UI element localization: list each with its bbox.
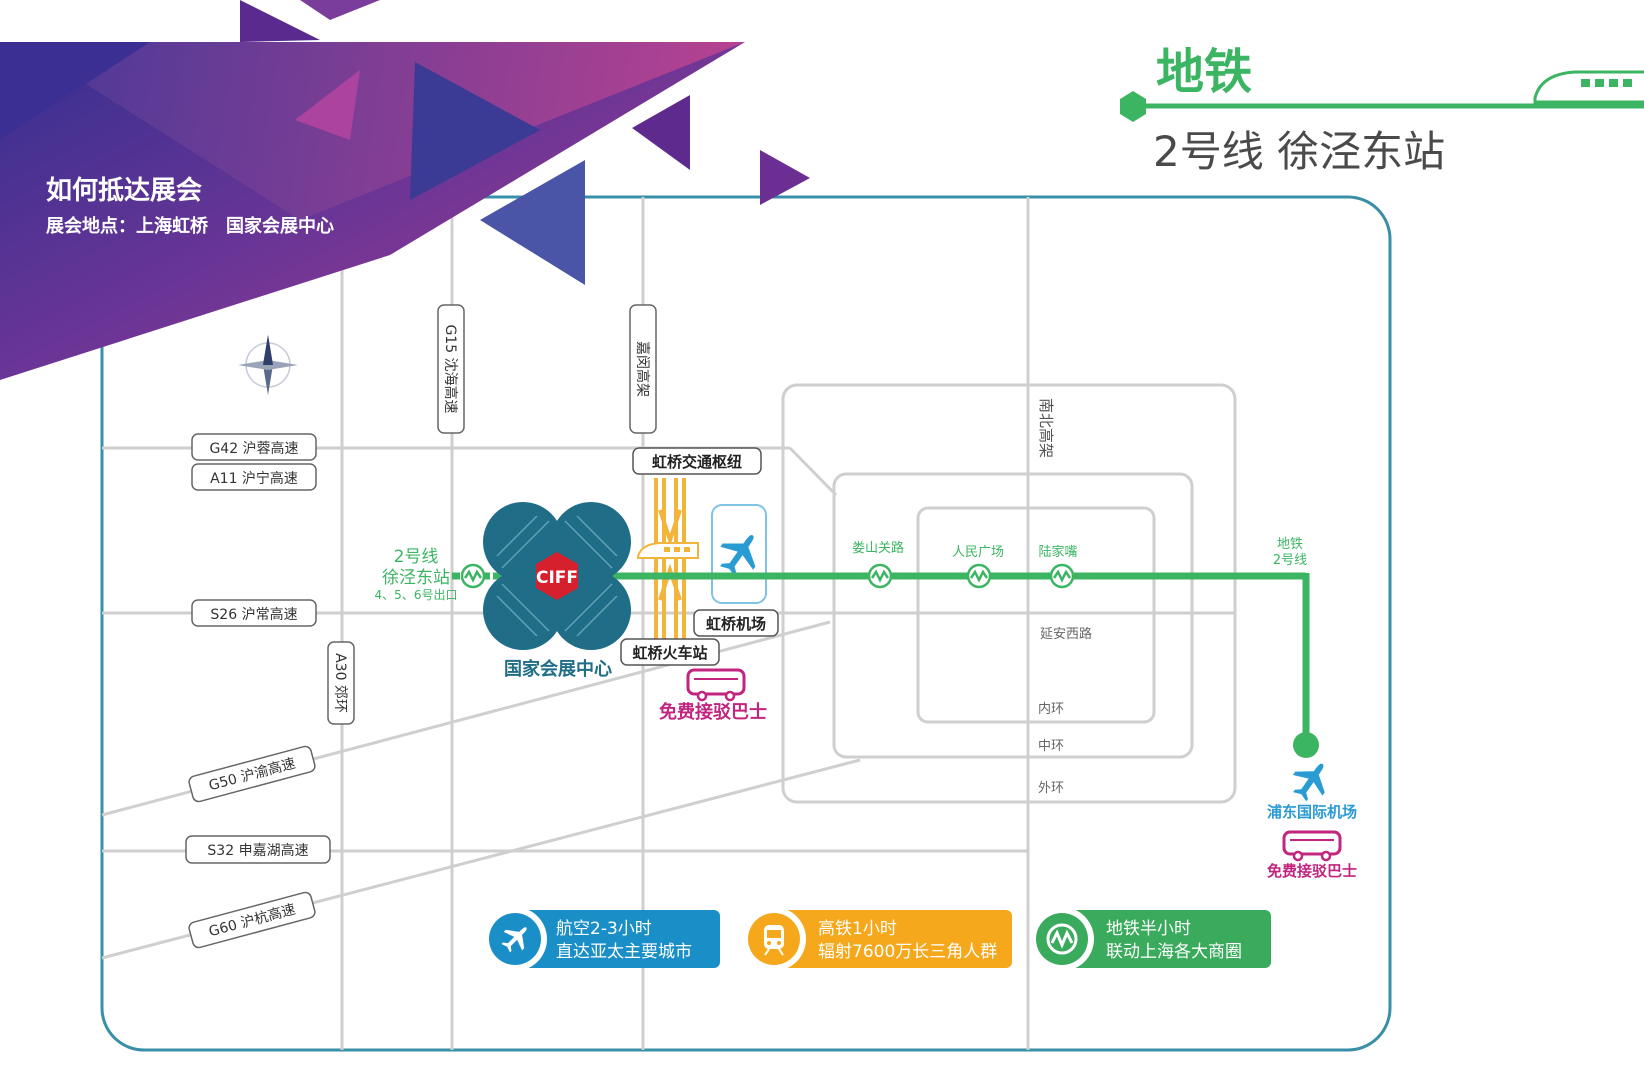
road-label-inner-ring: 内环 [1038, 701, 1064, 717]
metro-header: 地铁 2号线 徐泾东站 [1120, 44, 1644, 176]
road-label-g15: G15 沈海高速 [437, 304, 465, 434]
svg-text:G15 沈海高速: G15 沈海高速 [442, 324, 459, 413]
svg-text:南北高架: 南北高架 [1037, 398, 1055, 458]
metro-end-label-1: 地铁 [1277, 537, 1303, 552]
road-label-a11: A11 沪宁高速 [191, 463, 317, 491]
svg-text:联动上海各大商圈: 联动上海各大商圈 [1106, 942, 1242, 962]
road-label-nanbei: 南北高架 [1037, 398, 1055, 458]
page-subtitle: 展会地点：上海虹桥 国家会展中心 [46, 215, 334, 237]
airplane-icon [720, 534, 756, 577]
metro-marker-hexagon [1120, 91, 1146, 122]
svg-text:S26 沪常高速: S26 沪常高速 [210, 606, 297, 623]
svg-text:A11 沪宁高速: A11 沪宁高速 [210, 470, 298, 487]
metro-station-name: 徐泾东站 [382, 568, 450, 588]
venue-logo-text: CIFF [536, 568, 578, 588]
train-icon [764, 925, 784, 956]
road-label-jiamin: 嘉闵高架 [629, 304, 657, 434]
metro-title: 地铁 [1156, 44, 1252, 100]
hub-label: 虹桥交通枢纽 [632, 447, 762, 475]
road-label-middle-ring: 中环 [1038, 739, 1064, 754]
road-label-s26: S26 沪常高速 [191, 599, 317, 627]
metro-end-label-2: 2号线 [1273, 553, 1307, 568]
metro-icon [867, 563, 893, 589]
road-label-g42: G42 沪蓉高速 [191, 433, 317, 461]
bus-icon [1282, 830, 1342, 862]
svg-text:G42 沪蓉高速: G42 沪蓉高速 [209, 440, 298, 457]
svg-text:嘉闵高架: 嘉闵高架 [634, 341, 651, 397]
svg-text:地铁半小时: 地铁半小时 [1106, 919, 1191, 939]
metro-line-end-node [1293, 732, 1319, 758]
metro-icon [460, 563, 486, 589]
metro-line-label: 2号线 [394, 547, 439, 567]
info-box-rail: 高铁1小时 辐射7600万长三角人群 [742, 907, 1012, 971]
station-renmin-square: 人民广场 [952, 545, 1004, 560]
metro-line-2 [452, 572, 1319, 758]
bus-icon [686, 668, 746, 702]
svg-text:直达亚太主要城市: 直达亚太主要城市 [556, 942, 692, 962]
svg-text:高铁1小时: 高铁1小时 [818, 919, 897, 939]
info-box-metro: 地铁半小时 联动上海各大商圈 [1030, 907, 1271, 971]
svg-text:A30 郊环: A30 郊环 [332, 653, 349, 713]
svg-text:辐射7600万长三角人群: 辐射7600万长三角人群 [818, 942, 997, 962]
hongqiao-airport-label: 虹桥机场 [693, 609, 779, 637]
free-bus-label: 免费接驳巴士 [659, 701, 767, 723]
road-label-g50: G50 沪渝高速 [188, 745, 316, 803]
pudong-free-bus-label: 免费接驳巴士 [1267, 862, 1357, 880]
svg-text:虹桥交通枢纽: 虹桥交通枢纽 [652, 453, 742, 471]
metro-station-symbols [460, 563, 1075, 589]
airplane-icon [1292, 763, 1325, 802]
compass-icon [238, 335, 298, 395]
airplane-icon [501, 927, 527, 953]
map-frame [100, 195, 1392, 1052]
road-label-g60: G60 沪杭高速 [188, 891, 316, 949]
road-label-s32: S32 申嘉湖高速 [185, 835, 331, 864]
station-lujiazui: 陆家嘴 [1038, 544, 1077, 560]
svg-text:S32 申嘉湖高速: S32 申嘉湖高速 [207, 842, 308, 859]
svg-text:虹桥机场: 虹桥机场 [706, 615, 766, 633]
info-box-air: 航空2-3小时 直达亚太主要城市 [483, 907, 720, 971]
metro-line-station: 2号线 徐泾东站 [1153, 127, 1445, 176]
metro-icon [966, 563, 992, 589]
station-loushanguan: 娄山关路 [852, 540, 904, 556]
road-label-a30: A30 郊环 [327, 641, 355, 725]
pudong-airport-label: 浦东国际机场 [1267, 803, 1357, 821]
venue-name: 国家会展中心 [504, 658, 612, 680]
page-title: 如何抵达展会 [46, 176, 202, 206]
ciff-logo [536, 552, 578, 600]
road-label-yanan: 延安西路 [1040, 626, 1092, 642]
hongqiao-station-label: 虹桥火车站 [620, 638, 720, 666]
svg-text:航空2-3小时: 航空2-3小时 [556, 919, 652, 939]
high-speed-train-icon [637, 542, 699, 559]
venue-clover-icon [483, 502, 631, 650]
train-icon [1533, 70, 1644, 107]
road-label-outer-ring: 外环 [1038, 781, 1064, 796]
decorative-triangles [0, 0, 810, 380]
metro-icon [1046, 923, 1078, 955]
svg-text:虹桥火车站: 虹桥火车站 [632, 644, 707, 662]
metro-icon [1049, 563, 1075, 589]
metro-exits: 4、5、6号出口 [375, 588, 458, 602]
